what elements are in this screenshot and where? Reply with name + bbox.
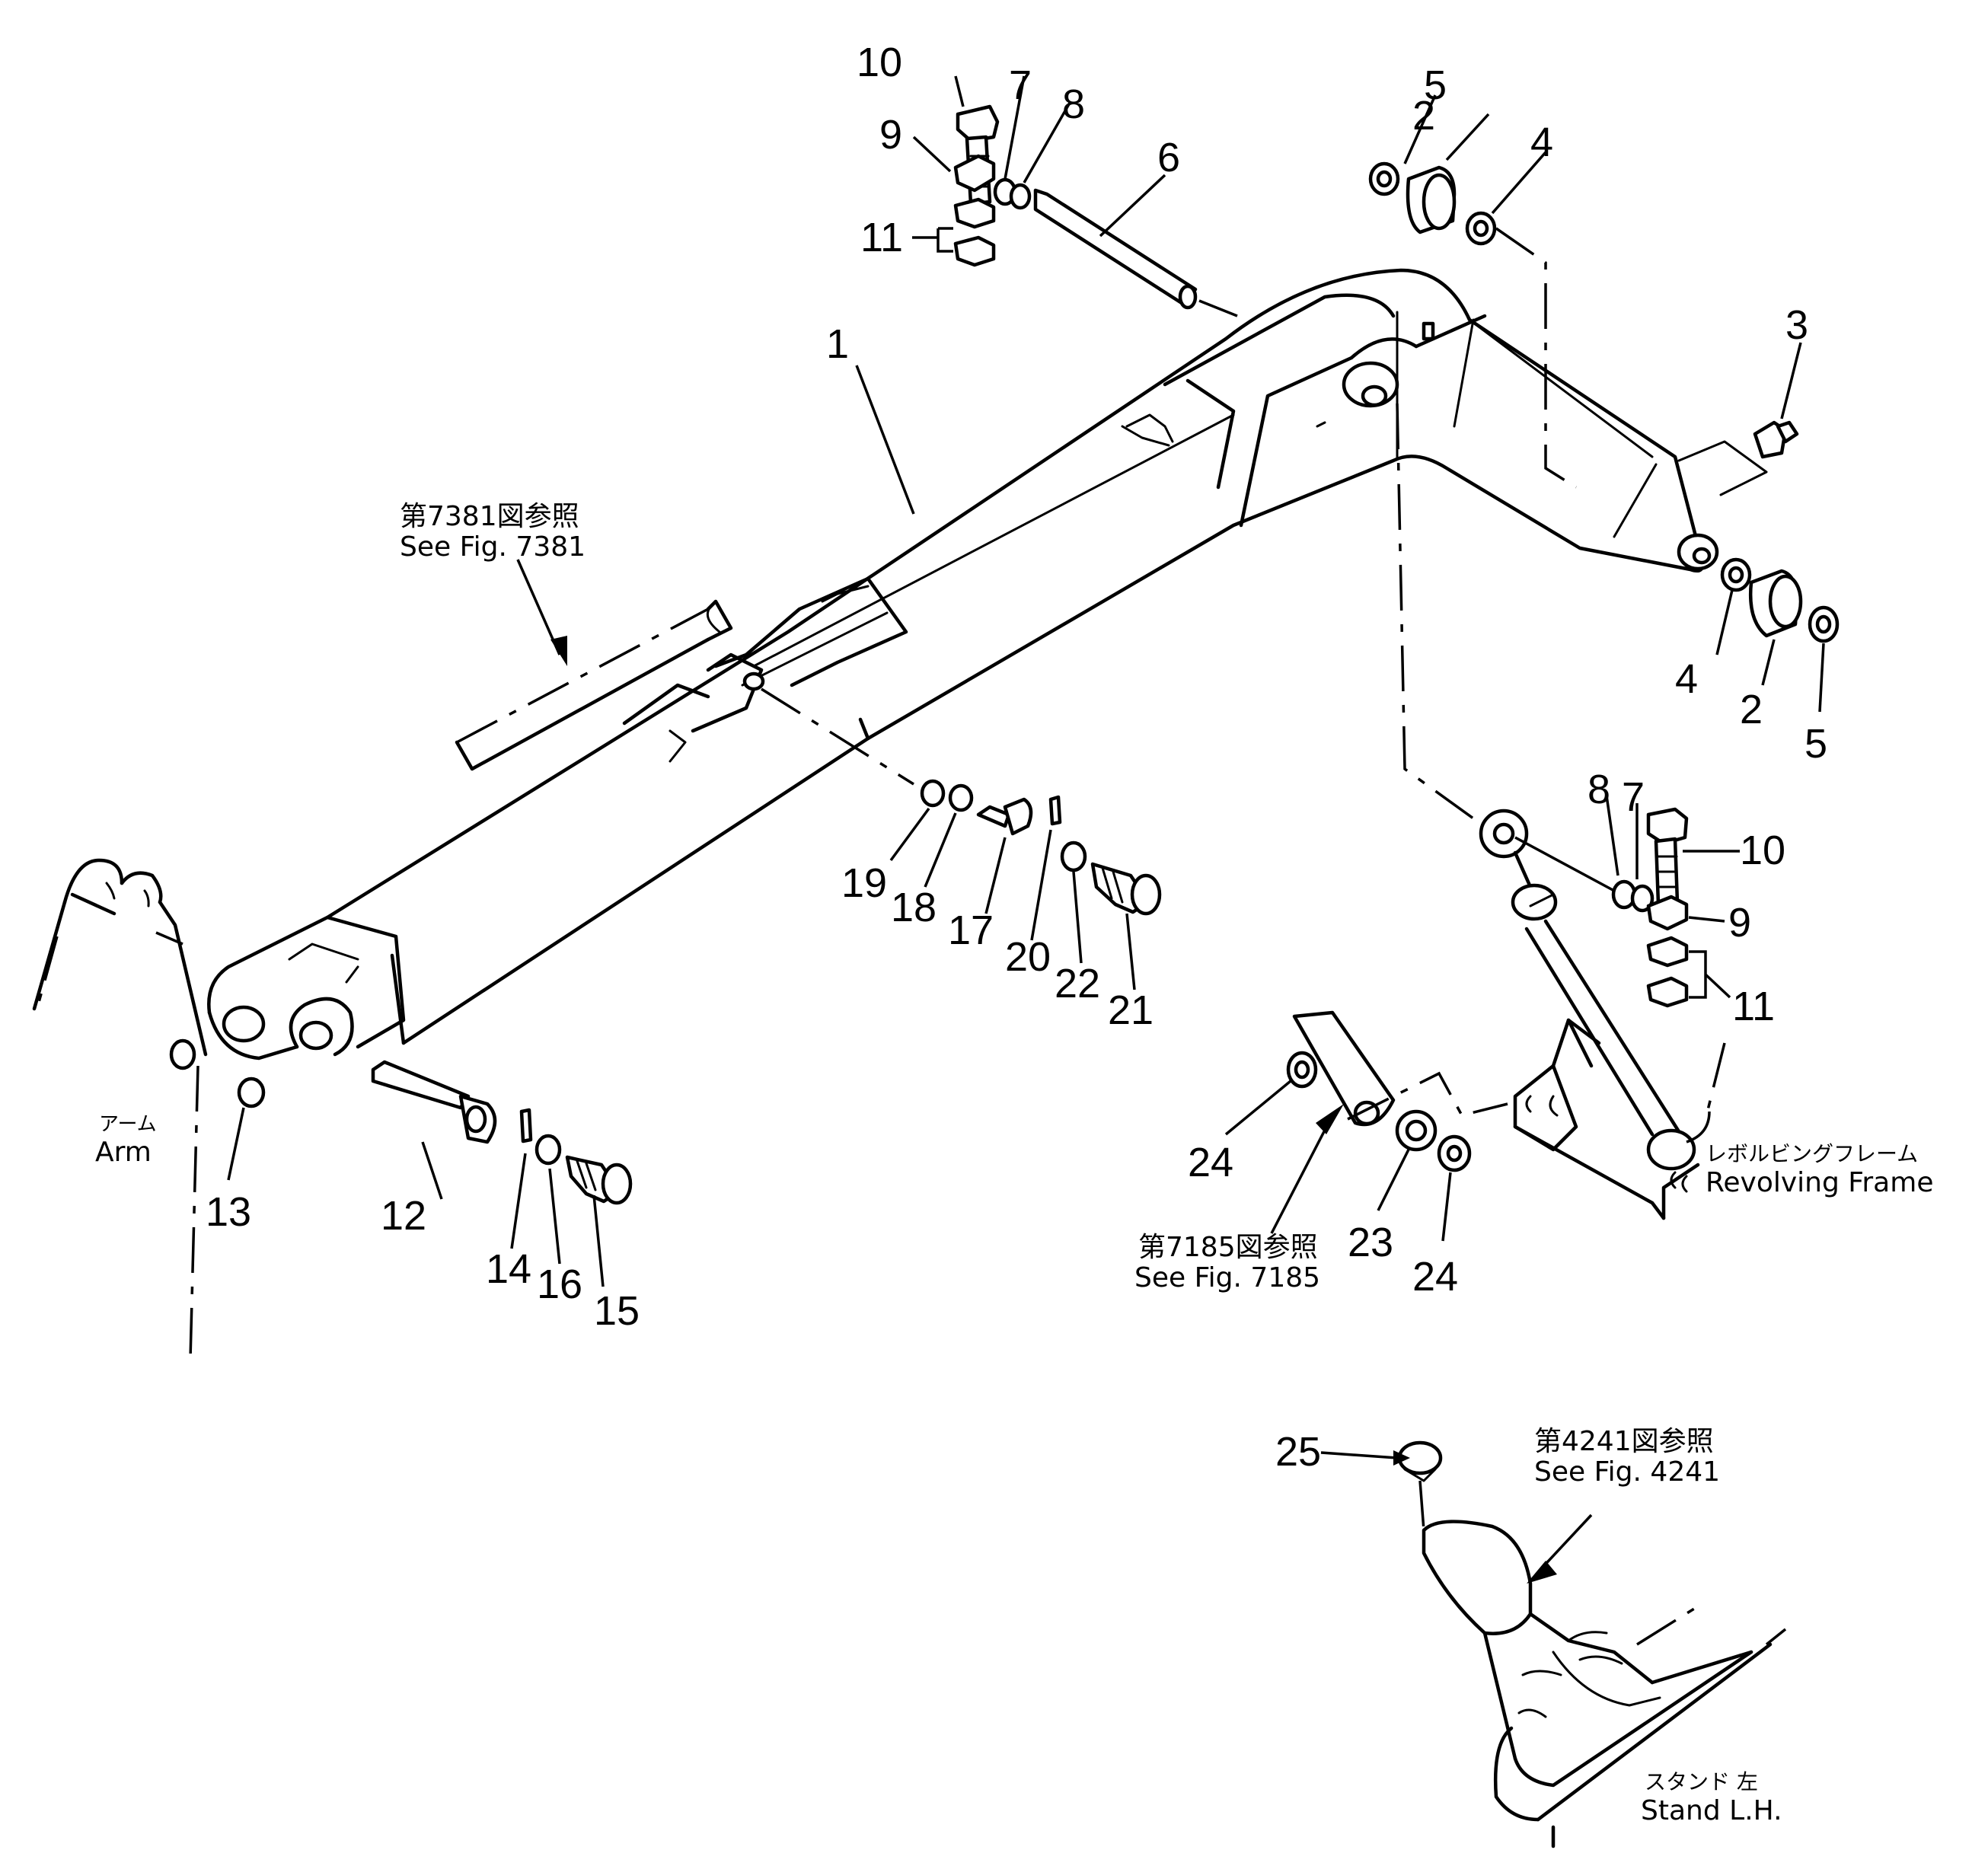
grease-fitting-3 — [1677, 420, 1799, 496]
callout-20: 20 — [1005, 934, 1051, 980]
leader-1 — [855, 365, 915, 515]
ref-7381-jp: 第7381図参照 — [400, 501, 579, 532]
bracket-11-top — [912, 227, 953, 253]
arm-pin-group — [169, 1038, 633, 1360]
label-revolving-frame-en: Revolving Frame — [1706, 1167, 1933, 1198]
cylinder-bracket-pin-group — [761, 687, 1162, 916]
callout-9: 9 — [879, 112, 902, 158]
ref-4241-en: See Fig. 4241 — [1534, 1456, 1720, 1488]
callout-16: 16 — [537, 1262, 582, 1307]
callout-8: 8 — [1062, 81, 1085, 127]
callout-15: 15 — [594, 1288, 640, 1334]
reference-labels: 第7381図参照 See Fig. 7381 第7185図参照 See Fig.… — [95, 501, 1933, 1826]
callout-7: 7 — [1009, 62, 1032, 108]
callout-4: 4 — [1530, 120, 1553, 165]
callout-numbers: 1 2 2 3 4 4 5 5 6 7 7 8 8 9 9 10 10 11 1… — [206, 40, 1827, 1475]
callout-23: 23 — [1348, 1220, 1393, 1265]
arm-outline — [32, 858, 208, 1057]
callout-21: 21 — [1108, 987, 1154, 1033]
boom-structure — [207, 268, 1719, 1061]
callout-5: 5 — [1424, 62, 1447, 108]
callout-13: 13 — [206, 1189, 251, 1235]
top-pin-group — [953, 104, 1238, 317]
callout-11: 11 — [1732, 984, 1775, 1029]
label-stand-en: Stand L.H. — [1641, 1795, 1782, 1826]
callout-10: 10 — [857, 40, 902, 85]
callout-6: 6 — [1157, 135, 1180, 180]
callout-10: 10 — [1740, 828, 1785, 873]
ref-4241-jp: 第4241図参照 — [1534, 1426, 1714, 1457]
callout-9: 9 — [1728, 900, 1751, 946]
callout-12: 12 — [381, 1193, 426, 1239]
ref-7185-en: See Fig. 7185 — [1134, 1262, 1320, 1293]
arm-cylinder-ref — [455, 559, 733, 771]
boom-foot-lower-group — [1720, 557, 1840, 643]
label-arm-en: Arm — [95, 1137, 152, 1168]
callout-24: 24 — [1188, 1140, 1233, 1185]
callout-17: 17 — [948, 907, 994, 953]
callout-19: 19 — [841, 860, 887, 906]
ref-7381-en: See Fig. 7381 — [400, 531, 586, 563]
callout-24: 24 — [1412, 1254, 1458, 1300]
callout-22: 22 — [1055, 961, 1100, 1006]
label-stand-jp: スタンド 左 — [1645, 1769, 1758, 1794]
callout-14: 14 — [486, 1246, 531, 1292]
callout-11: 11 — [860, 215, 903, 260]
callout-3: 3 — [1785, 302, 1808, 348]
boom-foot-upper-group — [1368, 161, 1577, 489]
callout-8: 8 — [1588, 767, 1610, 812]
label-revolving-frame-jp: レボルビングフレーム — [1706, 1141, 1918, 1166]
stand-lh-group — [1320, 1440, 1787, 1848]
callout-18: 18 — [891, 885, 937, 930]
ref-7185-jp: 第7185図参照 — [1138, 1232, 1318, 1263]
boom-cylinder — [1396, 403, 1696, 1171]
callout-2: 2 — [1740, 687, 1763, 732]
callout-25: 25 — [1275, 1429, 1321, 1475]
frame-mark — [1681, 1175, 1688, 1193]
callout-2: 2 — [1412, 93, 1435, 139]
callout-4: 4 — [1675, 656, 1698, 702]
callout-1: 1 — [826, 321, 849, 367]
label-arm-jp: アーム — [99, 1113, 157, 1136]
callout-5: 5 — [1805, 721, 1827, 767]
revolving-frame-bracket — [1513, 1018, 1726, 1220]
callout-7: 7 — [1622, 774, 1645, 820]
cylinder-pin-group — [1611, 807, 1689, 1008]
boom-cylinder-ref — [1270, 1010, 1508, 1234]
